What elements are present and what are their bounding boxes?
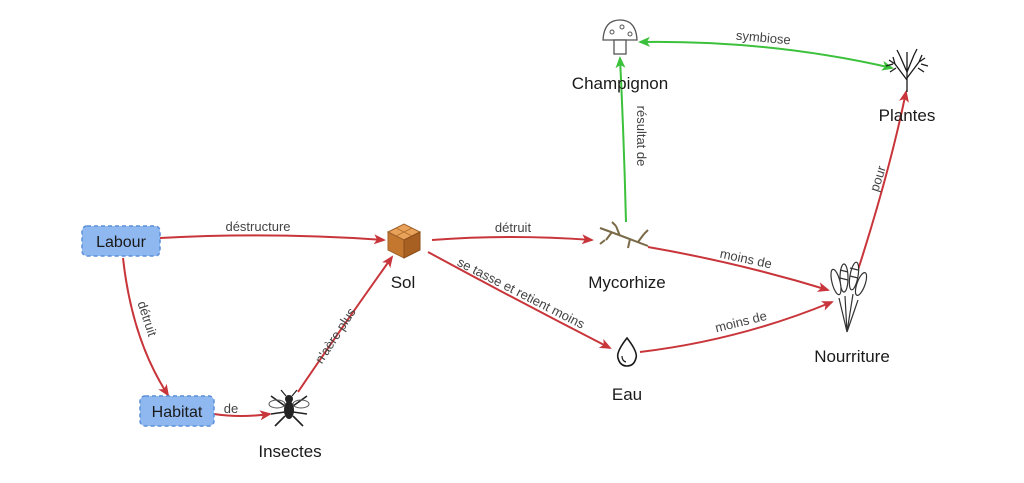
- node-plantes[interactable]: Plantes: [879, 49, 936, 125]
- edge-labour-sol[interactable]: déstructure: [160, 219, 384, 240]
- wheat-icon: [829, 262, 869, 332]
- node-mycorhize[interactable]: Mycorhize: [588, 222, 665, 292]
- node-label: Insectes: [258, 442, 321, 461]
- edge-label: pour: [867, 163, 890, 193]
- node-label: Plantes: [879, 106, 936, 125]
- edge-label: moins de: [714, 308, 769, 335]
- node-label: Labour: [96, 234, 146, 251]
- node-nourriture[interactable]: Nourriture: [814, 262, 890, 366]
- node-habitat[interactable]: Habitat: [140, 396, 214, 426]
- node-label: Sol: [391, 273, 416, 292]
- tree-icon: [886, 49, 928, 92]
- node-insectes[interactable]: Insectes: [258, 390, 321, 461]
- node-label: Champignon: [572, 74, 668, 93]
- edge-label: résultat de: [634, 106, 649, 167]
- node-label: Habitat: [152, 404, 203, 421]
- node-champignon[interactable]: Champignon: [572, 20, 668, 93]
- water-drop-icon: [618, 338, 637, 366]
- edge-habitat-insectes[interactable]: de: [214, 401, 270, 416]
- node-label: Mycorhize: [588, 273, 665, 292]
- edge-label: détruit: [495, 220, 532, 235]
- mushroom-icon: [603, 20, 637, 54]
- edge-sol-eau[interactable]: se tasse et retient moins: [428, 252, 610, 348]
- edge-label: n'aère plus: [312, 305, 359, 367]
- soil-block-icon: [388, 224, 420, 258]
- edge-label: déstructure: [225, 219, 290, 234]
- node-label: Nourriture: [814, 347, 890, 366]
- insect-icon: [269, 390, 309, 426]
- node-eau[interactable]: Eau: [612, 338, 642, 404]
- edge-labour-habitat[interactable]: détruit: [123, 258, 168, 395]
- edge-label: se tasse et retient moins: [455, 254, 588, 332]
- node-sol[interactable]: Sol: [388, 224, 420, 292]
- edge-mycorhize-nourriture[interactable]: moins de: [648, 246, 828, 290]
- edge-sol-mycorhize[interactable]: détruit: [432, 220, 592, 240]
- edge-label: de: [224, 401, 238, 416]
- edge-eau-nourriture[interactable]: moins de: [640, 302, 832, 352]
- node-label: Eau: [612, 385, 642, 404]
- node-labour[interactable]: Labour: [82, 226, 160, 256]
- root-branch-icon: [600, 222, 648, 248]
- edge-insectes-sol[interactable]: n'aère plus: [298, 257, 392, 392]
- edge-champignon-plantes[interactable]: symbiose: [640, 28, 892, 68]
